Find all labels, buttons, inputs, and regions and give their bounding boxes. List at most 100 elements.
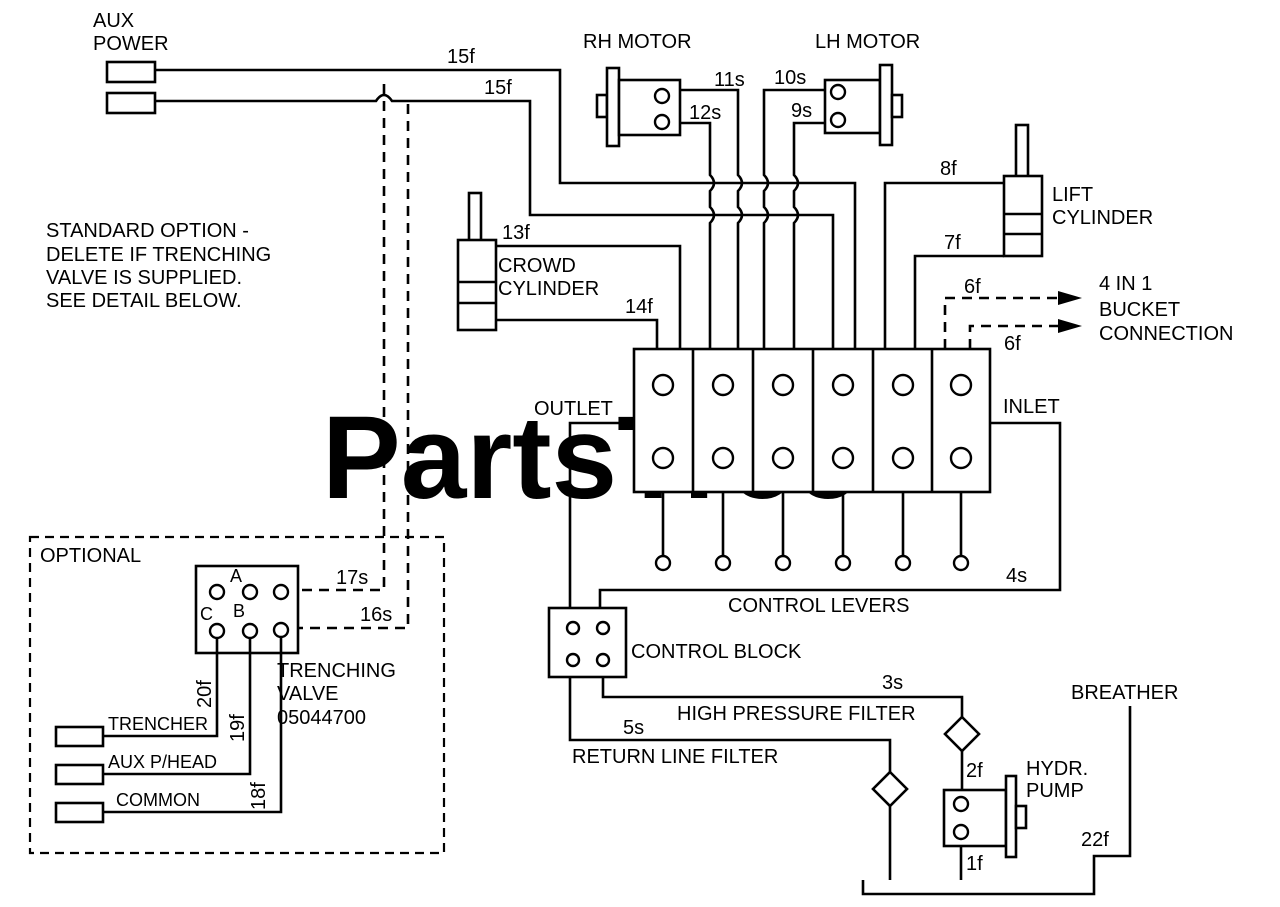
trencher-label: TRENCHER [108,714,208,734]
hose-label-17s: 17s [336,567,368,589]
hose-label-10s: 10s [774,67,806,89]
lh-motor-shaft [890,93,904,119]
dashed-aux-lines [298,84,410,630]
control-valve-bank: OUTLET INLET [534,347,1060,572]
aux-phead-label: AUX P/HEAD [108,752,217,772]
control-lever-2[interactable] [714,554,732,572]
bucket-label-1: 4 IN 1 [1099,273,1152,295]
control-lever-3[interactable] [774,554,792,572]
arrow-icon [1058,319,1082,333]
lh-motor: LH MOTOR [815,31,920,147]
arrow-icon [1058,291,1082,305]
hose-label-14f: 14f [625,296,653,318]
note-line-3: VALVE IS SUPPLIED. [46,267,242,289]
hose-label-18f: 18f [248,782,270,810]
trencher-coupler [54,725,105,748]
port-a-label: A [230,566,242,586]
hose-label-5s: 5s [623,717,644,739]
control-lever-4[interactable] [834,554,852,572]
rh-motor: RH MOTOR [583,31,692,148]
control-lever-1[interactable] [654,554,672,572]
port-c-label: C [200,604,213,624]
control-block-body [547,606,628,679]
common-coupler [54,801,105,824]
hydraulic-pump-label-2: PUMP [1026,780,1084,802]
valve-section-4 [831,373,855,572]
lh-motor-flange [878,63,894,147]
rh-motor-flange [605,66,621,148]
valve-section-2 [711,373,735,572]
inlet-label: INLET [1003,396,1060,418]
rh-motor-port-bottom [653,113,671,131]
hose-label-15f-lower: 15f [484,77,512,99]
rh-motor-port-top [653,87,671,105]
bucket-connection: 6f 6f 4 IN 1 BUCKET CONNECTION [943,273,1233,355]
valve-section-3 [771,373,795,572]
rh-motor-body [617,78,682,137]
control-levers-label: CONTROL LEVERS [728,595,910,617]
optional-detail: OPTIONAL A C B 17s 16s TRENCHING VALVE 0… [28,535,446,855]
hose-label-8f: 8f [940,158,957,180]
trenching-valve-label-1: TRENCHING [277,660,396,682]
valve-section-5 [891,373,915,572]
control-block: CONTROL BLOCK [547,606,802,679]
filter-lines: 3s HIGH PRESSURE FILTER 5s RETURN LINE F… [568,672,981,880]
hydraulic-pump-body [942,788,1008,848]
optional-label: OPTIONAL [40,545,141,567]
hydraulic-pump-flange [1004,774,1018,859]
hose-label-2f: 2f [966,760,983,782]
standard-option-note: STANDARD OPTION - DELETE IF TRENCHING VA… [46,220,271,312]
optional-detail-border [28,535,446,855]
hydraulic-pump-shaft [1014,804,1028,830]
hose-15f-lines: 15f 15f [155,46,857,349]
rh-motor-label: RH MOTOR [583,31,692,53]
lh-motor-port-top [829,83,847,101]
valve-section-1 [651,373,675,572]
high-pressure-filter-label: HIGH PRESSURE FILTER [677,703,916,725]
outlet-label: OUTLET [534,398,613,420]
return-line-filter-label: RETURN LINE FILTER [572,746,778,768]
trenching-valve-label-2: VALVE [277,683,339,705]
common-label: COMMON [116,790,200,810]
lh-motor-port-bottom [829,111,847,129]
lift-cylinder-label-1: LIFT [1052,184,1093,206]
hose-label-22f: 22f [1081,829,1109,851]
crowd-cylinder-label-2: CYLINDER [498,278,599,300]
hose-label-16s: 16s [360,604,392,626]
control-block-label: CONTROL BLOCK [631,641,802,663]
hose-label-6f-upper: 6f [964,276,981,298]
hose-label-1f: 1f [966,853,983,875]
motor-hoses: 11s 12s 10s 9s [680,67,825,349]
lh-motor-label: LH MOTOR [815,31,920,53]
port-b-label: B [233,601,245,621]
trenching-valve-label-3: 05044700 [277,707,366,729]
note-line-1: STANDARD OPTION - [46,220,249,242]
hose-label-13f: 13f [502,222,530,244]
return-line-filter-icon [871,770,909,808]
reservoir: BREATHER 22f [861,682,1178,896]
breather-label: BREATHER [1071,682,1178,704]
hose-label-15f-upper: 15f [447,46,475,68]
hose-label-6f-lower: 6f [1004,333,1021,355]
aux-phead-coupler [54,763,105,786]
valve-plumbing: 4s CONTROL LEVERS [568,421,1062,617]
hose-label-20f: 20f [194,680,216,708]
hose-label-3s: 3s [882,672,903,694]
note-line-2: DELETE IF TRENCHING [46,244,271,266]
note-line-4: SEE DETAIL BELOW. [46,290,242,312]
hose-label-12s: 12s [689,102,721,124]
high-pressure-filter-icon [943,715,981,753]
lift-cylinder: LIFT CYLINDER 8f 7f [883,123,1153,349]
control-lever-6[interactable] [952,554,970,572]
hose-label-9s: 9s [791,100,812,122]
crowd-cylinder-label-1: CROWD [498,255,576,277]
hydraulic-pump-label-1: HYDR. [1026,758,1088,780]
lift-cylinder-barrel [1002,174,1044,258]
aux-power-coupler-upper [105,60,157,84]
aux-power-label-1: AUX [93,10,134,32]
hydraulic-pump: 2f 1f HYDR. PUMP [942,758,1088,880]
crowd-cylinder-barrel [456,238,498,332]
control-lever-5[interactable] [894,554,912,572]
hose-label-11s: 11s [714,69,745,91]
valve-section-6 [949,373,973,572]
